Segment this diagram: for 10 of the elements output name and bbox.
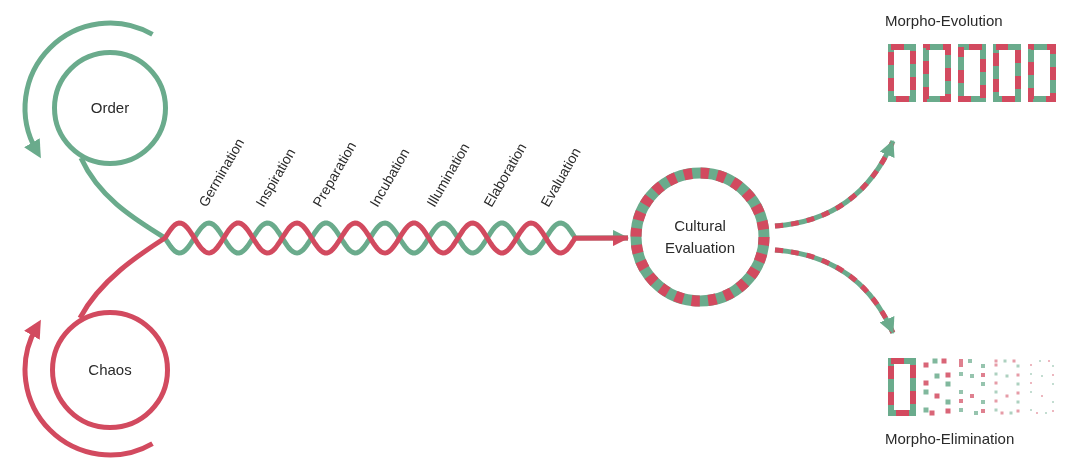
node-label: Morpho-Evolution (885, 11, 1003, 31)
node-label: Order (90, 98, 130, 119)
dashed-ring-node (630, 167, 770, 307)
arrow (78, 156, 629, 256)
arrow (774, 139, 896, 229)
node-label: Cultural Evaluation (663, 216, 737, 258)
arrow (77, 220, 629, 320)
node-label: Morpho-Elimination (885, 429, 1015, 450)
node-label: Chaos (88, 360, 132, 381)
arrow (774, 247, 896, 335)
